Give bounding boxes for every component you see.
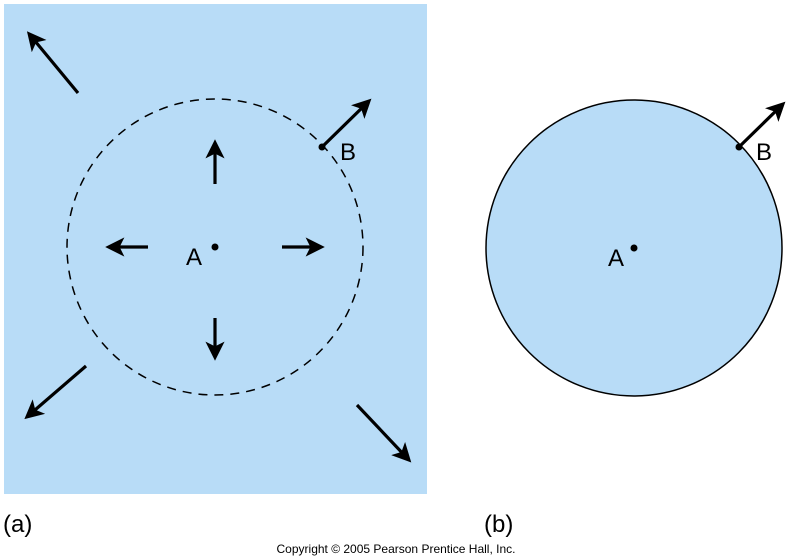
point-b-label: B	[756, 139, 772, 166]
point-b-dot	[735, 143, 743, 151]
point-a-dot	[630, 244, 638, 252]
point-b-dot	[318, 143, 326, 151]
arrow-bottom-right-icon	[355, 403, 412, 463]
point-b-label: B	[340, 139, 356, 166]
copyright-notice: Copyright © 2005 Pearson Prentice Hall, …	[277, 542, 516, 556]
caption-a: (a)	[3, 511, 32, 538]
arrow-bottom-left-icon	[24, 364, 88, 420]
point-a-dot	[211, 243, 219, 251]
point-a-label: A	[608, 245, 624, 272]
panel-b: A B (b)	[484, 99, 786, 538]
caption-b: (b)	[484, 511, 513, 538]
arrow-b-icon	[737, 101, 786, 149]
arrow-b-icon	[320, 98, 372, 149]
panel-a: A B (a)	[3, 4, 427, 538]
dashed-boundary-circle	[66, 98, 364, 396]
point-a-label: A	[186, 244, 202, 271]
arrow-top-left-icon	[26, 31, 80, 95]
